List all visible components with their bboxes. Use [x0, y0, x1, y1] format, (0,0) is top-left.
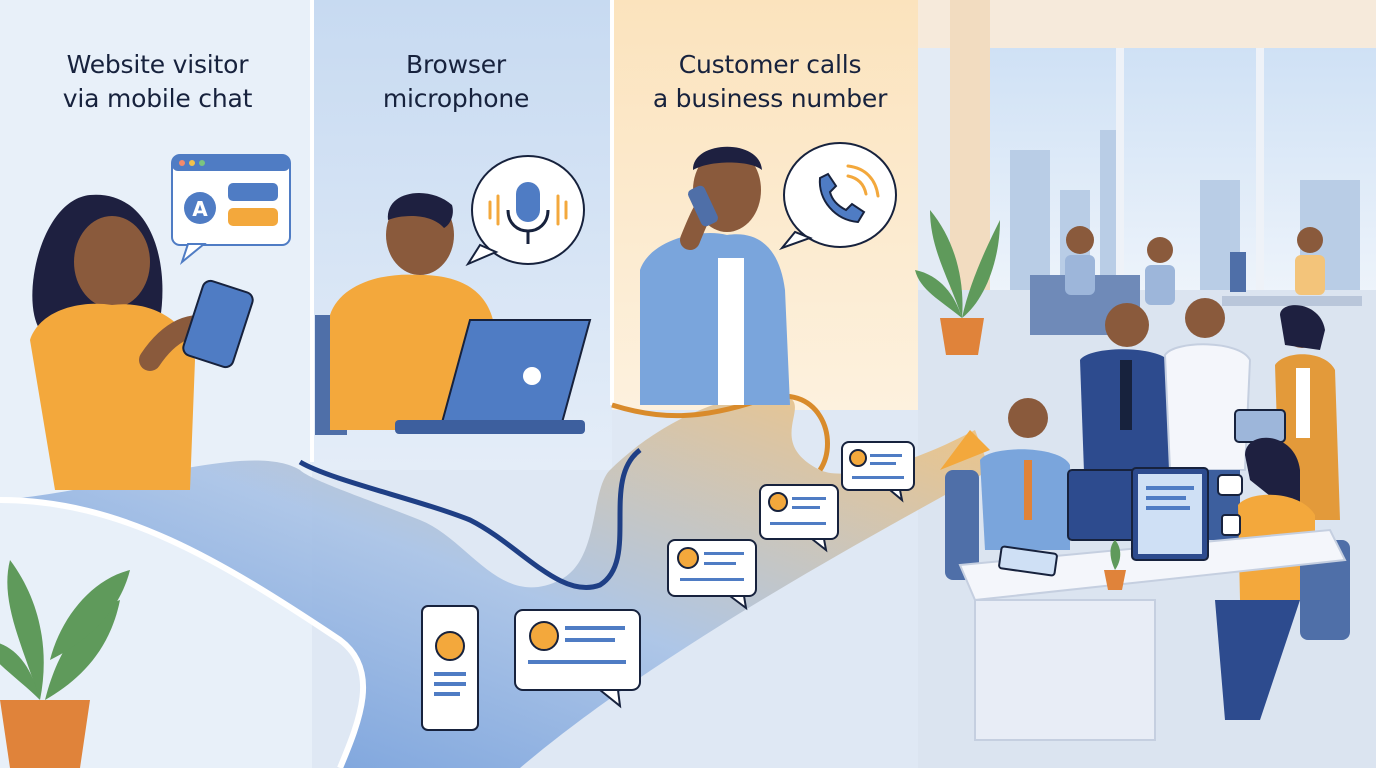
panel-dividers	[310, 0, 614, 462]
svg-text:A: A	[192, 197, 208, 221]
chat-app-icon: A	[171, 154, 291, 265]
support-team	[945, 298, 1350, 741]
smartphone-icon	[182, 279, 254, 369]
caption-line: Customer calls	[678, 50, 862, 79]
caption-line: Website visitor	[66, 50, 249, 79]
mobile-chat-visitor	[30, 194, 254, 490]
chat-bubble-icon	[514, 609, 641, 709]
office-plant-icon	[915, 210, 1000, 355]
laptop-icon	[395, 319, 592, 434]
journey-ribbon	[0, 393, 990, 768]
chat-bubble-icon	[841, 441, 915, 503]
office-plant-icon	[0, 560, 130, 768]
chat-bubble-icon	[759, 484, 839, 553]
browser-visitor	[315, 193, 592, 435]
chat-bubble-icon	[667, 539, 757, 611]
caption-line: via mobile chat	[62, 84, 253, 113]
panel-caption-phone-call: Customer calls a business number	[615, 48, 925, 116]
phone-icon	[778, 142, 897, 251]
caption-line: Browser	[406, 50, 506, 79]
panel-caption-browser-microphone: Browser microphone	[316, 48, 596, 116]
panel-caption-mobile-chat: Website visitor via mobile chat	[20, 48, 295, 116]
phone-caller	[640, 146, 790, 405]
caption-line: microphone	[382, 84, 530, 113]
microphone-icon	[465, 155, 585, 267]
caption-line: a business number	[652, 84, 888, 113]
profile-card-icon	[421, 605, 479, 731]
